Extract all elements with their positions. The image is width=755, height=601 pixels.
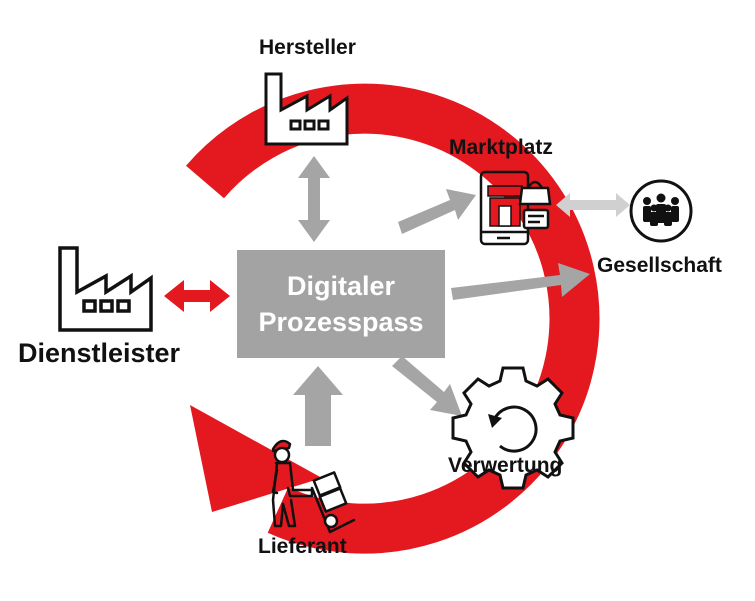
arrow-lieferant xyxy=(293,366,343,446)
arrow-gesellschaft-link xyxy=(556,193,630,217)
label-lieferant: Lieferant xyxy=(258,535,347,558)
factory-icon xyxy=(264,72,349,146)
delivery-worker-icon xyxy=(271,439,356,534)
arrow-hersteller xyxy=(298,156,330,242)
label-verwertung: Verwertung xyxy=(448,454,563,477)
arrow-gesellschaft xyxy=(451,263,590,300)
label-hersteller: Hersteller xyxy=(259,36,356,59)
factory-icon xyxy=(58,246,153,332)
label-gesellschaft: Gesellschaft xyxy=(597,254,722,277)
label-dienstleister: Dienstleister xyxy=(18,338,181,368)
arrow-verwertung xyxy=(392,356,462,416)
arrow-dienstleister xyxy=(164,280,230,312)
label-marktplatz: Marktplatz xyxy=(449,136,553,159)
center-box-bg xyxy=(237,250,445,358)
people-group-icon xyxy=(629,179,693,243)
center-title-line1: Digitaler xyxy=(286,271,396,301)
center-title-line2: Prozesspass xyxy=(258,307,424,337)
recycle-gear-icon xyxy=(451,366,575,490)
center-box: Digitaler Prozesspass xyxy=(237,250,445,358)
arrow-marktplatz xyxy=(398,189,476,234)
mobile-shop-icon xyxy=(479,170,552,246)
cycle-arrow-head xyxy=(190,405,322,512)
